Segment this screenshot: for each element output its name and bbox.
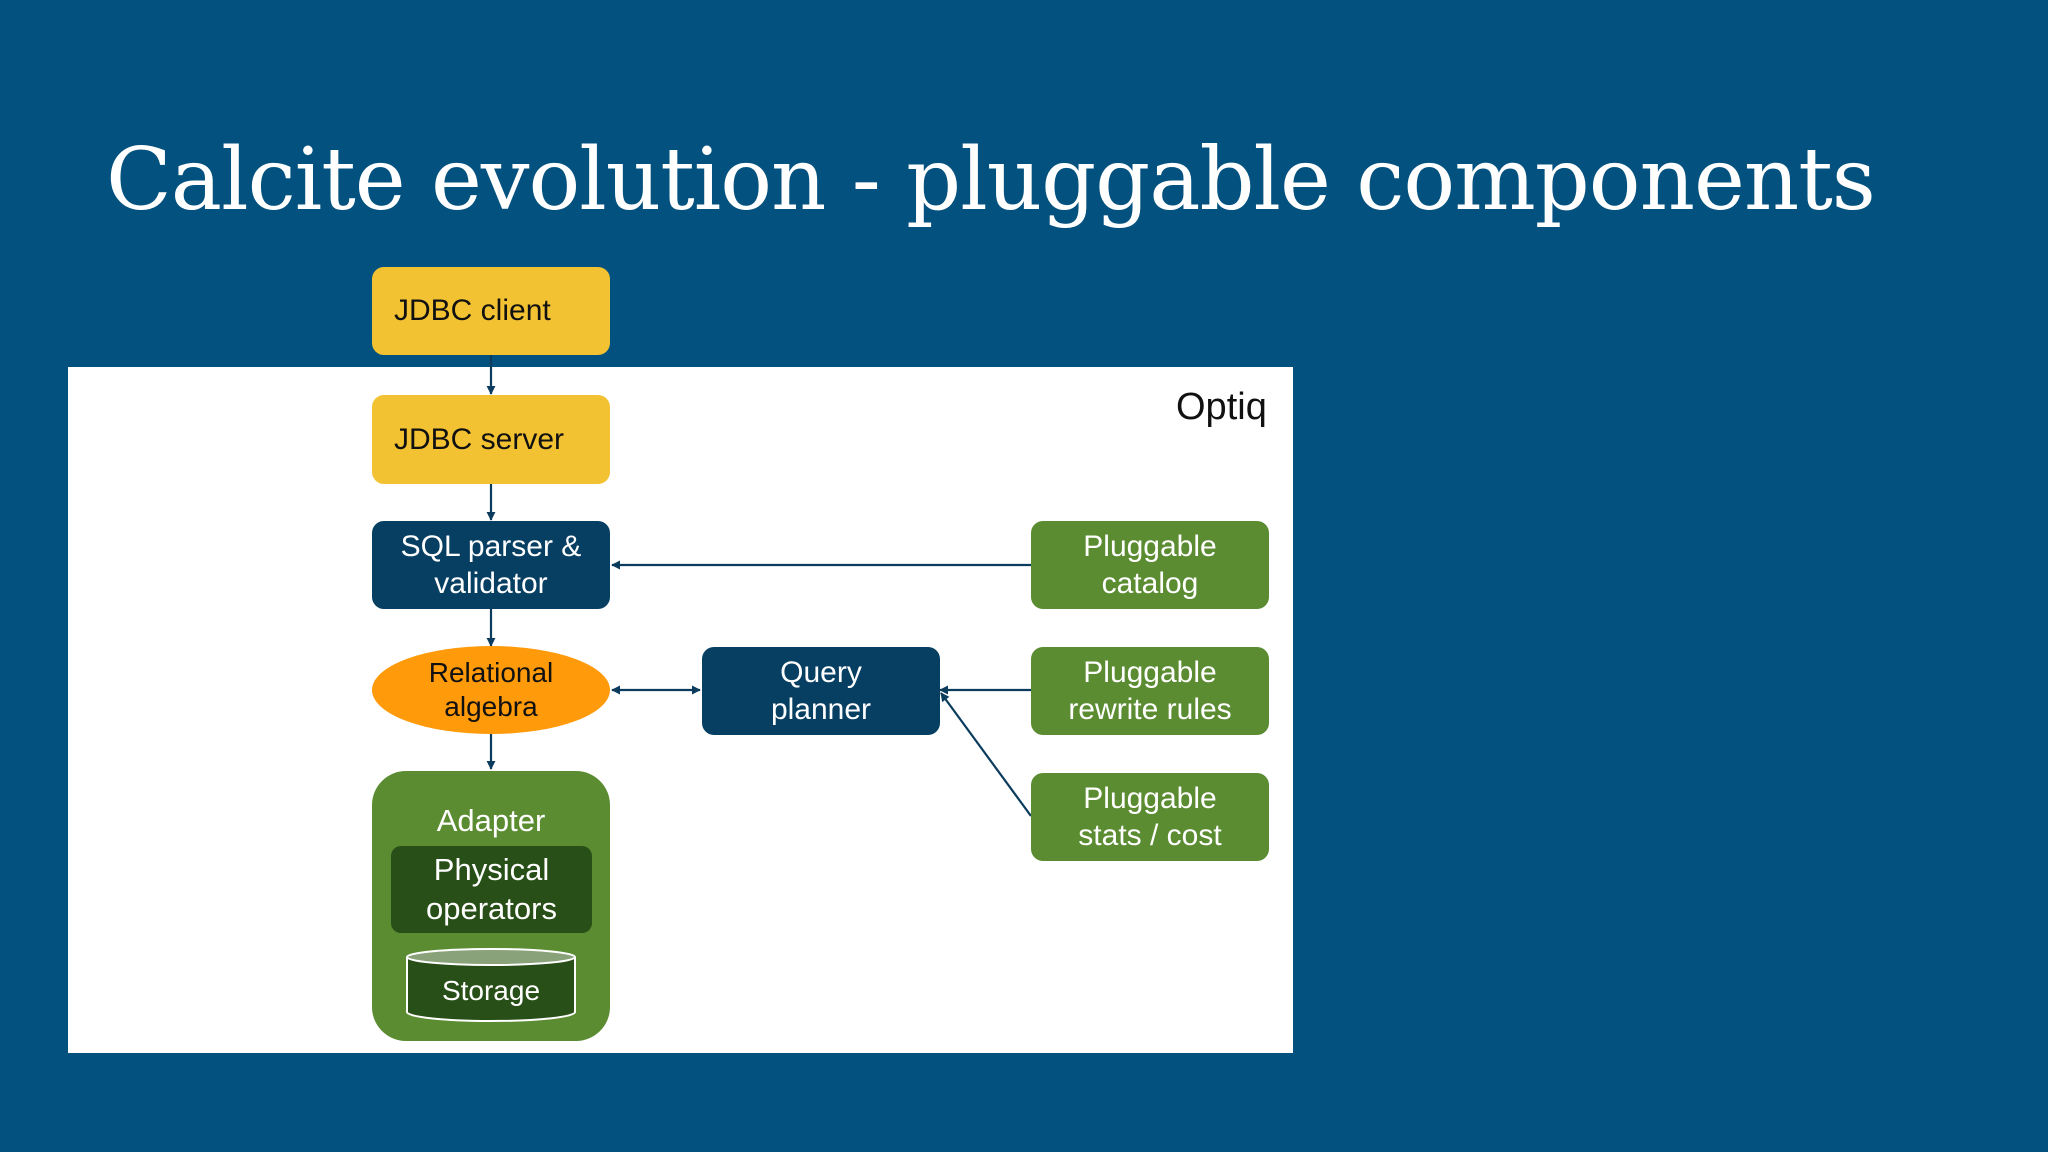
query-planner-line1: Query <box>780 655 862 689</box>
relational-algebra-line1: Relational <box>428 656 554 688</box>
pluggable-catalog-box: Pluggable catalog <box>1031 521 1269 609</box>
rewrite-rules-line1: Pluggable <box>1083 655 1217 689</box>
pluggable-rewrite-rules-box: Pluggable rewrite rules <box>1031 647 1269 735</box>
physical-operators-line1: Physical <box>433 851 550 887</box>
relational-algebra-oval: Relational algebra <box>372 646 610 734</box>
slide-title: Calcite evolution - pluggable components <box>106 130 1876 230</box>
storage-label: Storage <box>441 975 541 1006</box>
physical-operators-box: Physical operators <box>391 846 592 933</box>
sql-parser-line2: validator <box>434 567 548 600</box>
stats-cost-line2: stats / cost <box>1078 819 1222 852</box>
catalog-line2: catalog <box>1101 567 1199 600</box>
arrow-stats-to-planner <box>940 692 1032 817</box>
relational-algebra-line2: algebra <box>444 691 538 722</box>
query-planner-line2: planner <box>770 693 872 726</box>
sql-parser-box: SQL parser & validator <box>372 521 610 609</box>
rewrite-rules-line2: rewrite rules <box>1068 693 1232 726</box>
sql-parser-line1: SQL parser & <box>400 529 582 563</box>
adapter-box: Adapter Physical operators Storage <box>372 771 610 1041</box>
jdbc-client-label: JDBC client <box>394 294 551 328</box>
optiq-label: Optiq <box>1176 386 1267 428</box>
query-planner-box: Query planner <box>702 647 940 735</box>
adapter-label: Adapter <box>436 803 546 838</box>
jdbc-server-label: JDBC server <box>394 422 565 456</box>
stats-cost-line1: Pluggable <box>1083 781 1217 815</box>
pluggable-stats-cost-box: Pluggable stats / cost <box>1031 773 1269 861</box>
jdbc-client-box: JDBC client <box>372 267 610 355</box>
jdbc-server-box: JDBC server <box>372 395 610 484</box>
storage-cylinder-icon <box>406 948 576 1022</box>
physical-operators-line2: operators <box>426 890 557 926</box>
catalog-line1: Pluggable <box>1083 529 1217 563</box>
storage-cylinder: Storage <box>405 948 577 1024</box>
